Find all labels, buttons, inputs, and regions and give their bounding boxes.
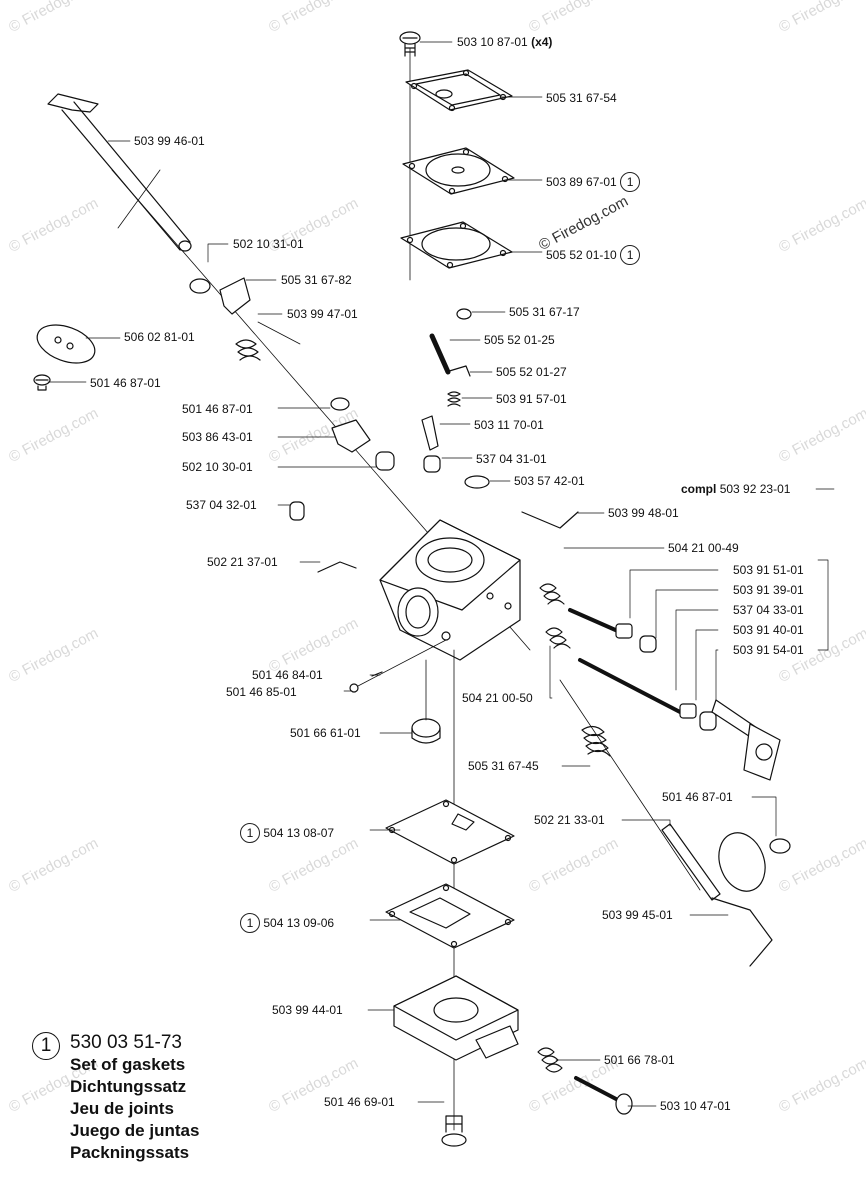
filter-screen [411,718,441,744]
idle-screw [574,1076,633,1115]
gasket-set-marker: 1 [240,823,260,843]
part-label: 537 04 33-01 [733,603,804,617]
plate-screw [33,374,51,391]
legend-line: Packningssats [70,1143,190,1162]
legend-line: Juego de juntas [70,1121,200,1140]
part-label: 537 04 32-01 [186,498,257,512]
bushing-2 [375,451,395,471]
pump-cover [405,69,513,112]
ball [349,683,359,693]
part-label: compl 503 92 23-01 [681,482,791,496]
pump-diaphragm [402,147,515,195]
part-label: 504 21 00-49 [668,541,739,555]
part-label: 503 91 57-01 [496,392,567,406]
part-label: 505 31 67-54 [546,91,617,105]
part-label: 502 10 31-01 [233,237,304,251]
part-label: 501 46 69-01 [324,1095,395,1109]
throttle-lever [219,277,251,315]
part-label: 503 91 39-01 [733,583,804,597]
bushing [189,278,211,294]
part-label: 505 52 01-10 1 [546,245,641,265]
part-label: 503 91 40-01 [733,623,804,637]
part-label: 501 66 61-01 [290,726,361,740]
part-label: 505 31 67-45 [468,759,539,773]
part-label: 502 21 37-01 [207,555,278,569]
elbow-tube [317,561,357,573]
part-label: 505 52 01-27 [496,365,567,379]
legend-line: Jeu de joints [70,1099,174,1118]
carburetor-body [379,519,521,661]
part-label: 503 99 47-01 [287,307,358,321]
part-label: 501 46 87-01 [182,402,253,416]
pump-gasket [400,221,513,269]
choke-lever [711,699,781,781]
gasket-set-marker: 1 [240,913,260,933]
legend-line: Dichtungssatz [70,1077,187,1096]
metering-diaphragm [385,799,515,865]
part-label: 504 21 00-50 [462,691,533,705]
part-label: 501 46 87-01 [90,376,161,390]
part-label: 503 11 70-01 [474,418,544,432]
leader-lines [47,41,835,1107]
part-label: 503 99 45-01 [602,908,673,922]
part-label: 503 86 43-01 [182,430,253,444]
part-label: 501 46 85-01 [226,685,297,699]
choke-shaft [661,823,791,967]
fuel-pipe [521,511,579,529]
throttle-plate [36,324,96,364]
lever-spring [235,339,261,361]
legend-part-number: 530 03 51-73 [70,1032,182,1053]
part-label: 503 10 47-01 [660,1099,731,1113]
part-label: 503 99 46-01 [134,134,205,148]
return-spring [581,725,611,757]
needle-valve-stack [421,308,490,489]
plug [289,501,305,521]
part-label: 1 504 13 08-07 [240,823,334,843]
throttle-shaft [47,93,192,252]
screw-small [330,397,350,411]
gasket-set-marker: 1 [620,172,641,192]
part-label: 501 46 84-01 [252,668,323,682]
part-label: 503 99 48-01 [608,506,679,520]
part-label: 501 46 87-01 [662,790,733,804]
gasket-set-marker: 1 [620,245,641,265]
part-label: 501 66 78-01 [604,1053,675,1067]
part-label: 505 31 67-82 [281,273,352,287]
part-label: 505 52 01-25 [484,333,555,347]
part-label: 502 21 33-01 [534,813,605,827]
part-label: 503 89 67-01 1 [546,172,641,192]
lever-arm [331,419,371,453]
legend-line: Set of gaskets [70,1055,186,1074]
part-label: 503 99 44-01 [272,1003,343,1017]
adjust-screw-lower [545,627,717,731]
part-label: 503 91 54-01 [733,643,804,657]
legend-marker: 1 [32,1032,60,1060]
part-label: 1 504 13 09-06 [240,913,334,933]
screw-top [399,31,421,57]
adjust-screw-upper [539,583,657,653]
part-label: 537 04 31-01 [476,452,547,466]
part-label: 506 02 81-01 [124,330,195,344]
part-label: 503 57 42-01 [514,474,585,488]
part-label: 502 10 30-01 [182,460,253,474]
part-label: 503 10 87-01 (x4) [457,35,553,49]
part-label: 505 31 67-17 [509,305,580,319]
metering-cover [393,975,519,1061]
part-label: 503 91 51-01 [733,563,804,577]
metering-gasket [385,883,515,949]
bottom-screw [441,1115,467,1147]
